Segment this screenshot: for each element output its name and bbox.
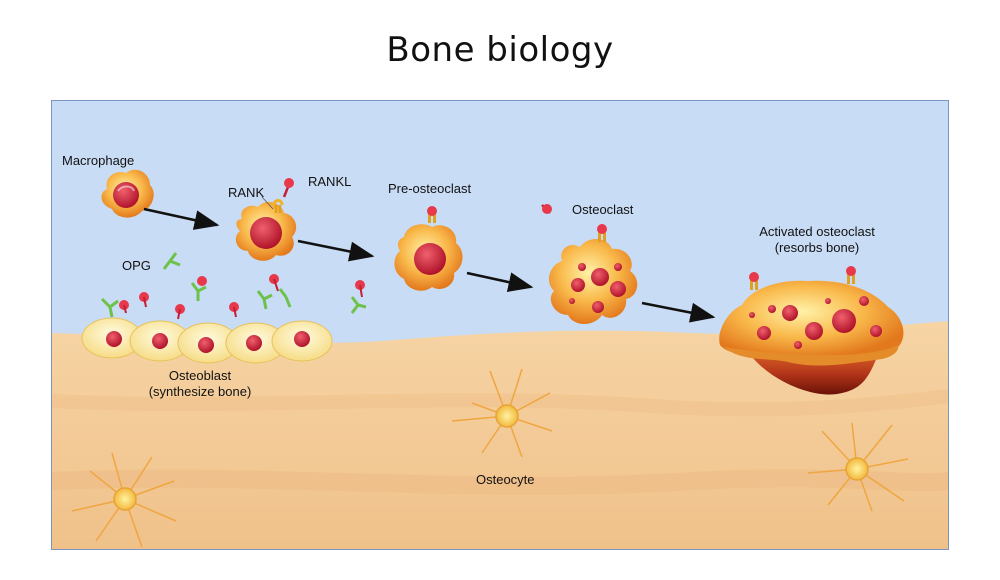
osteoblast-label-line1: Osteoblast [168,368,232,383]
opg-label: OPG [122,258,151,273]
osteoclast-cell [548,224,638,324]
activated-osteoclast-label: Activated osteoclast (resorbs bone) [742,224,892,256]
osteoblast-label-line2: (synthesize bone) [148,384,252,399]
free-rankl [541,204,552,214]
diagram-panel: Macrophage RANK RANKL OPG Pre-osteoclast… [51,100,949,550]
osteocyte-center [451,368,553,458]
pre-osteoclast-label: Pre-osteoclast [388,181,472,196]
arrow-1 [143,207,220,230]
osteoclast-label: Osteoclast [572,202,634,217]
rankl-label: RANKL [308,174,352,189]
activated-osteoclast-label-line2: (resorbs bone) [774,240,860,255]
arrow-4 [641,301,716,323]
diagram-title: Bone biology [386,30,614,70]
osteocyte-left [71,452,177,548]
pre-osteoclast-cell [394,206,463,291]
macrophage-cell [101,169,154,218]
activated-osteoclast-receptor-right [846,266,856,284]
activated-osteoclast-cell [719,266,904,395]
activated-osteoclast-label-line1: Activated osteoclast [759,224,875,239]
osteocyte-label: Osteocyte [476,472,535,487]
osteoblast-label: Osteoblast (synthesize bone) [135,368,265,400]
arrow-3 [466,271,534,292]
rank-receptor [272,178,294,213]
rank-cell [235,201,297,261]
osteoblast-layer [81,317,333,364]
rank-label: RANK [228,185,265,200]
arrow-2 [297,239,375,262]
osteoclast-receptor [597,224,607,242]
activated-osteoclast-receptor-left [749,272,759,290]
macrophage-label: Macrophage [62,153,135,168]
pre-osteoclast-receptor [427,206,437,223]
osteocyte-right [807,422,909,512]
side-id: #381481814 [8,350,28,550]
opg-molecule-label [162,252,181,270]
bone-matrix [52,321,948,549]
